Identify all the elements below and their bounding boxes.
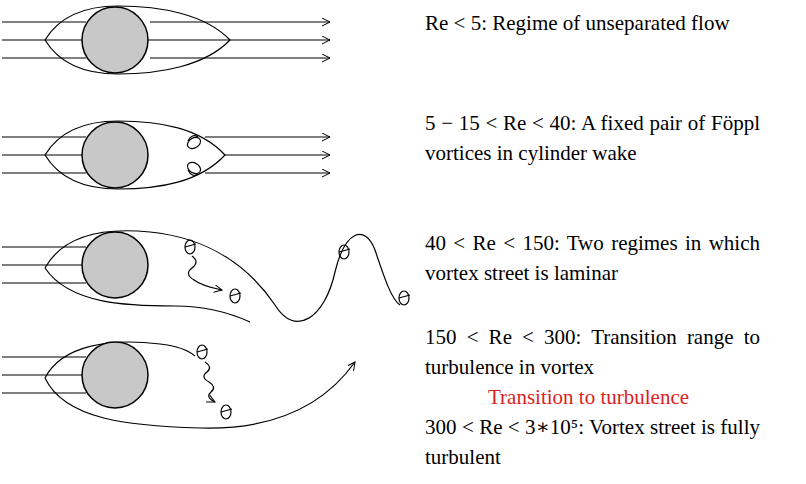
transition-note: Transition to turbulence [488, 382, 689, 412]
regime-label: 150 < Re < 300: Transition range to turb… [425, 322, 760, 382]
regime-label: 300 < Re < 3∗10⁵: Vortex street is fully… [425, 412, 760, 472]
regime-label: 40 < Re < 150: Two regimes in which vort… [425, 228, 760, 288]
foppl-vortices [2, 121, 330, 189]
unseparated-flow [2, 6, 330, 74]
laminar-vortex-street [2, 231, 410, 322]
turbulent-vortex-street [2, 342, 355, 428]
regime-label: Re < 5: Regime of unseparated flow [425, 8, 760, 38]
regime-label: 5 − 15 < Re < 40: A fixed pair of Föppl … [425, 108, 760, 168]
